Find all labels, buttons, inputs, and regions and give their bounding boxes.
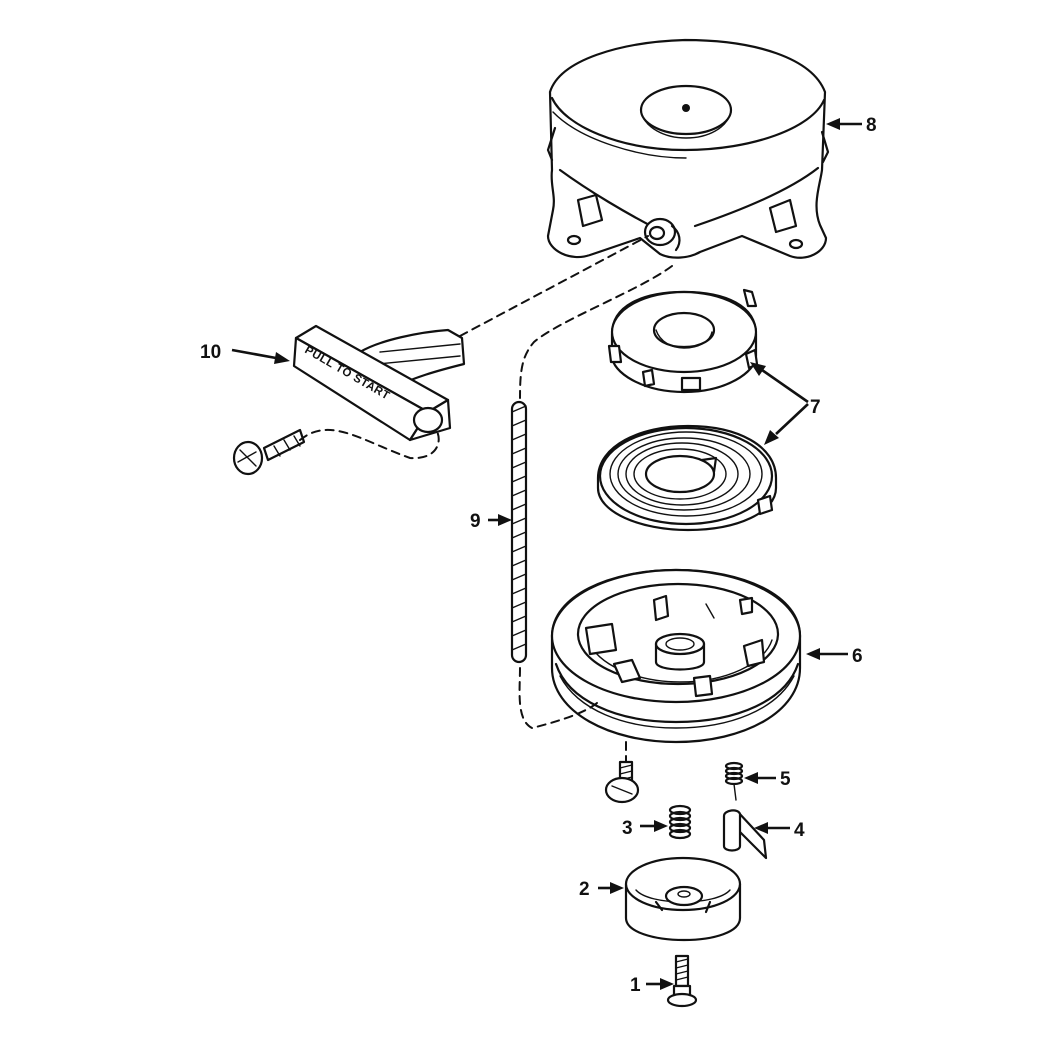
callout-9: 9 — [470, 511, 481, 532]
callout-8: 8 — [866, 115, 877, 136]
part-6-rope-pulley — [550, 568, 802, 744]
callout-4: 4 — [794, 820, 805, 841]
callout-5: 5 — [780, 769, 791, 790]
part-2-brake-retainer — [624, 856, 742, 942]
pulley-screw — [604, 760, 640, 804]
part-3-brake-spring — [668, 804, 692, 840]
part-7-recoil-spring — [596, 424, 778, 532]
part-7-spring-retainer — [607, 288, 759, 394]
callout-6: 6 — [852, 646, 863, 667]
callout-1: 1 — [630, 975, 641, 996]
part-4-pawl — [722, 809, 768, 860]
callout-7: 7 — [810, 397, 821, 418]
assembly-path-lines — [299, 235, 673, 763]
callout-arrows — [231, 118, 862, 990]
part-10-pull-handle: PULL TO START — [292, 324, 466, 442]
part-8-starter-housing — [546, 38, 830, 259]
part-1-center-screw — [666, 954, 698, 1008]
callout-3: 3 — [622, 818, 633, 839]
callout-2: 2 — [579, 879, 590, 900]
part-5-pawl-spring — [724, 761, 744, 801]
callout-10: 10 — [200, 342, 221, 363]
handle-screw — [232, 428, 306, 476]
part-9-starter-rope — [510, 400, 528, 664]
callout-labels: 8 10 7 9 6 5 4 3 2 1 — [200, 115, 877, 996]
